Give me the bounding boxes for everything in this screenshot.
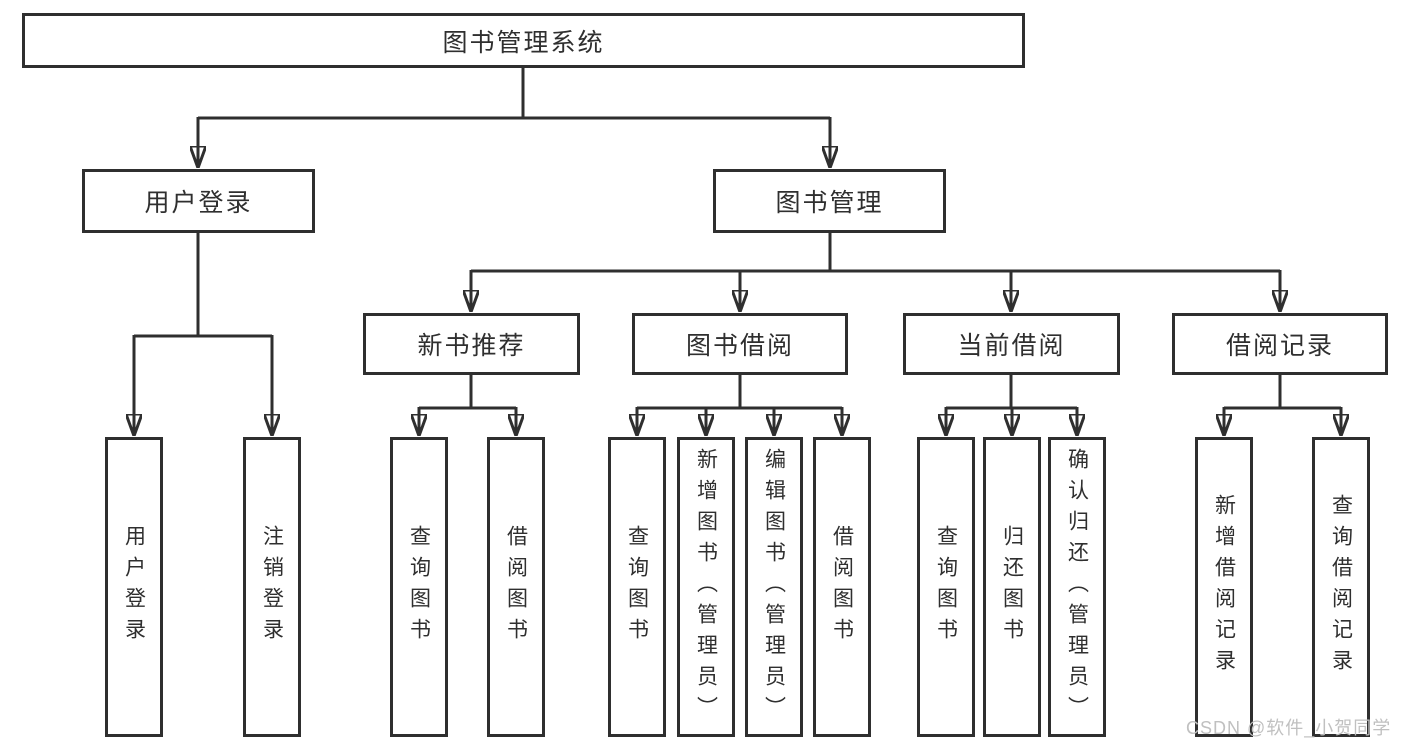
node-book-borrow-label: 图书借阅 <box>685 332 794 360</box>
node-borrow-records-label: 借阅记录 <box>1225 332 1334 360</box>
node-current-borrow-label: 当前借阅 <box>957 332 1066 360</box>
node-book-management-label: 图书管理 <box>775 189 884 217</box>
leaf-borrow-add-books-admin-label: 新增图书（管理员） <box>694 447 718 727</box>
leaf-current-return-books-label: 归还图书 <box>1000 525 1024 649</box>
node-borrow-records: 借阅记录 <box>1172 313 1388 375</box>
node-new-book-recommend-label: 新书推荐 <box>417 332 526 360</box>
node-user-login: 用户登录 <box>82 169 315 233</box>
csdn-watermark: CSDN @软件_小贺同学 <box>1186 718 1392 738</box>
leaf-borrow-borrow-books-label: 借阅图书 <box>830 525 854 649</box>
leaf-newrec-query-books: 查询图书 <box>390 437 448 737</box>
edge-borrow-trunk <box>637 375 842 410</box>
leaf-logout: 注销登录 <box>243 437 301 737</box>
leaf-records-add-borrow-record: 新增借阅记录 <box>1195 437 1253 737</box>
node-library-management-system-label: 图书管理系统 <box>442 28 605 57</box>
leaf-logout-label: 注销登录 <box>260 525 284 649</box>
leaf-newrec-borrow-books: 借阅图书 <box>487 437 545 737</box>
leaf-current-confirm-return-admin: 确认归还（管理员） <box>1048 437 1106 737</box>
node-book-management: 图书管理 <box>713 169 946 233</box>
leaf-records-query-borrow-record: 查询借阅记录 <box>1312 437 1370 737</box>
node-new-book-recommend: 新书推荐 <box>363 313 580 375</box>
edge-root-trunk <box>198 68 830 120</box>
edge-current-trunk <box>946 375 1077 410</box>
leaf-borrow-edit-books-admin-label: 编辑图书（管理员） <box>762 447 786 727</box>
edge-book-mgmt-trunk <box>471 233 1280 273</box>
leaf-newrec-query-books-label: 查询图书 <box>407 525 431 649</box>
leaf-newrec-borrow-books-label: 借阅图书 <box>504 525 528 649</box>
leaf-current-query-books-label: 查询图书 <box>934 525 958 649</box>
node-book-borrow: 图书借阅 <box>632 313 848 375</box>
node-library-management-system: 图书管理系统 <box>22 13 1025 68</box>
leaf-current-return-books: 归还图书 <box>983 437 1041 737</box>
leaf-borrow-add-books-admin: 新增图书（管理员） <box>677 437 735 737</box>
node-current-borrow: 当前借阅 <box>903 313 1120 375</box>
leaf-records-add-borrow-record-label: 新增借阅记录 <box>1212 494 1236 680</box>
leaf-records-query-borrow-record-label: 查询借阅记录 <box>1329 494 1353 680</box>
leaf-current-query-books: 查询图书 <box>917 437 975 737</box>
leaf-user-login: 用户登录 <box>105 437 163 737</box>
edge-user-login-trunk <box>134 233 272 338</box>
leaf-borrow-query-books: 查询图书 <box>608 437 666 737</box>
edge-newrec-trunk <box>419 375 516 410</box>
node-user-login-label: 用户登录 <box>144 189 253 217</box>
leaf-borrow-query-books-label: 查询图书 <box>625 525 649 649</box>
leaf-borrow-edit-books-admin: 编辑图书（管理员） <box>745 437 803 737</box>
edge-records-trunk <box>1224 375 1341 410</box>
leaf-current-confirm-return-admin-label: 确认归还（管理员） <box>1065 447 1089 727</box>
leaf-borrow-borrow-books: 借阅图书 <box>813 437 871 737</box>
leaf-user-login-label: 用户登录 <box>122 525 146 649</box>
